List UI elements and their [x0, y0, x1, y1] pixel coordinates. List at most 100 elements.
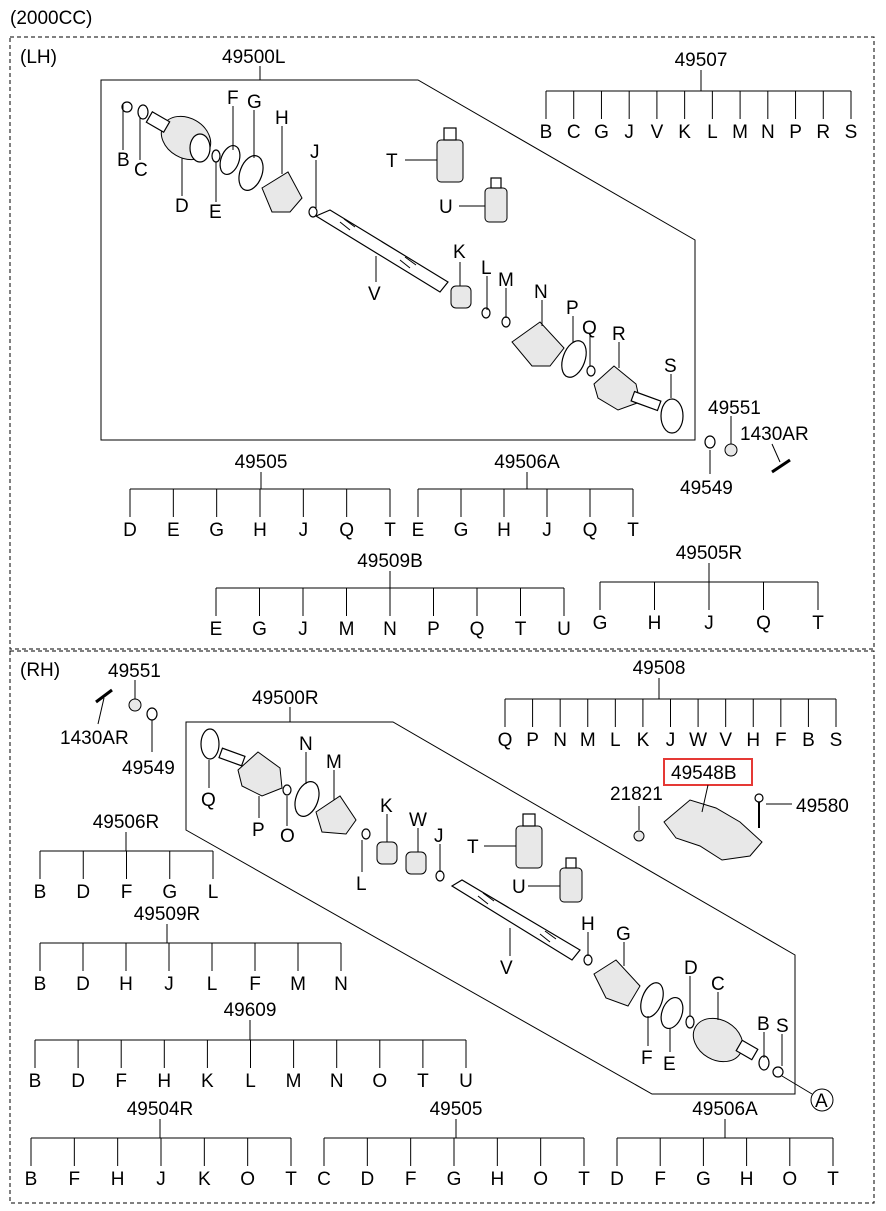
- lh-49507-item-m: M: [732, 122, 748, 143]
- rh-nut-21821: [633, 830, 645, 842]
- lh-boot-n: [511, 321, 565, 367]
- engine-label: (2000CC): [10, 8, 92, 29]
- lh-callout-u: U: [439, 197, 453, 218]
- rh-49504r-item-h: H: [111, 1169, 125, 1190]
- lh-49506a-item-g: G: [454, 520, 469, 541]
- rh-group-code-49505: 49505: [430, 1099, 483, 1120]
- rh-washer-49549: [146, 707, 158, 721]
- lh-49507-item-l: L: [707, 122, 718, 143]
- lh-ring-e: [211, 149, 221, 163]
- lh-49505-item-d: D: [123, 520, 137, 541]
- rh-clip-j: [435, 870, 445, 882]
- lh-49505r-item-g: G: [593, 613, 608, 634]
- rh-callout-e: E: [663, 1054, 676, 1075]
- rh-49508-item-h: H: [746, 730, 760, 751]
- rh-49508-item-l: L: [610, 730, 621, 751]
- lh-49505r-item-h: H: [648, 613, 662, 634]
- rh-49506a-item-h: H: [740, 1169, 754, 1190]
- lh-49505r-item-q: Q: [756, 613, 771, 634]
- lh-band-g: [238, 155, 264, 191]
- rh-49609-item-t: T: [417, 1071, 429, 1092]
- rh-ring-d: [685, 1015, 695, 1029]
- rh-49509r-item-f: F: [249, 974, 261, 995]
- rh-49609-item-f: F: [115, 1071, 127, 1092]
- rh-pin-1430ar: [95, 688, 113, 704]
- lh-49506a-item-t: T: [627, 520, 639, 541]
- lh-assembly-code: 49500L: [222, 47, 285, 68]
- rh-49506a-item-d: D: [610, 1169, 624, 1190]
- lh-nut-49551: [724, 443, 738, 457]
- lh-49507-item-c: C: [567, 122, 581, 143]
- rh-damper-k: [376, 841, 398, 865]
- lh-49509b-item-g: G: [252, 619, 267, 640]
- lh-49506a-item-j: J: [542, 520, 552, 541]
- lh-callout-e: E: [209, 202, 222, 223]
- lh-49507-item-g: G: [594, 122, 609, 143]
- lh-callout-m: M: [498, 270, 514, 291]
- lh-49507-item-n: N: [761, 122, 775, 143]
- lh-group-code-49505r: 49505R: [676, 543, 743, 564]
- lh-damper-k: [450, 285, 472, 309]
- rh-callout-f: F: [641, 1048, 653, 1069]
- rh-callout-h: H: [581, 914, 595, 935]
- lh-tone-wheel-s: [660, 398, 684, 434]
- lh-49506a-item-e: E: [412, 520, 425, 541]
- rh-49504r-item-o: O: [240, 1169, 255, 1190]
- lh-assembly-outline: [100, 79, 696, 441]
- lh-callout-v: V: [368, 284, 381, 305]
- rh-49506a-item-t: T: [827, 1169, 839, 1190]
- rh-callout-j: J: [434, 826, 444, 847]
- lh-outer-joint-r: [593, 365, 641, 411]
- rh-group-code-49506a: 49506A: [692, 1099, 758, 1120]
- rh-49505-item-o: O: [533, 1169, 548, 1190]
- rh-circlip-s: [772, 1066, 784, 1078]
- lh-section-frame: [9, 36, 875, 650]
- lh-code-49551: 49551: [708, 398, 761, 419]
- rh-49508-item-f: F: [775, 730, 787, 751]
- lh-loose-parts: 49551 1430AR 49549: [680, 398, 809, 499]
- lh-grease-t: [436, 127, 464, 183]
- lh-group-code-49506a: 49506A: [494, 452, 560, 473]
- rh-code-49549: 49549: [122, 758, 175, 779]
- lh-callout-h: H: [275, 108, 289, 129]
- rh-assembly: 49500R: [185, 688, 834, 1112]
- rh-49508-item-n: N: [553, 730, 567, 751]
- lh-49505-item-h: H: [253, 520, 267, 541]
- lh-49505-item-j: J: [299, 520, 309, 541]
- rh-49506a-item-g: G: [696, 1169, 711, 1190]
- rh-outer-joint-p: [218, 747, 283, 797]
- rh-49508-item-j: J: [666, 730, 676, 751]
- lh-49509b-item-u: U: [557, 619, 571, 640]
- lh-49505r-item-j: J: [704, 613, 714, 634]
- rh-callout-m: M: [326, 752, 342, 773]
- rh-callout-p: P: [252, 820, 265, 841]
- rh-assembly-code: 49500R: [252, 688, 319, 709]
- lh-49509b-item-j: J: [298, 619, 308, 640]
- rh-49609-item-k: K: [201, 1071, 214, 1092]
- lh-49505r-item-t: T: [812, 613, 824, 634]
- lh-49507-item-s: S: [845, 122, 858, 143]
- lh-49507-item-p: P: [789, 122, 802, 143]
- lh-callout-l: L: [481, 258, 492, 279]
- lh-49509b-item-p: P: [427, 619, 440, 640]
- lh-49509b-item-t: T: [515, 619, 527, 640]
- lh-ring-c: [137, 104, 149, 120]
- rh-49508-item-k: K: [637, 730, 650, 751]
- lh-49509b-item-e: E: [210, 619, 223, 640]
- rh-clip-l: [361, 828, 371, 840]
- rh-49506r-item-f: F: [121, 882, 133, 903]
- rh-callout-d: D: [684, 958, 698, 979]
- lh-clip-l: [481, 307, 491, 319]
- rh-bolt-49580: [754, 793, 764, 828]
- lh-callout-c: C: [134, 160, 148, 181]
- rh-callout-l: L: [356, 874, 367, 895]
- rh-49505-item-f: F: [405, 1169, 417, 1190]
- lh-callout-j: J: [310, 142, 320, 163]
- rh-damper-w: [405, 851, 427, 875]
- lh-49507-item-r: R: [816, 122, 830, 143]
- rh-49509r-item-j: J: [164, 974, 174, 995]
